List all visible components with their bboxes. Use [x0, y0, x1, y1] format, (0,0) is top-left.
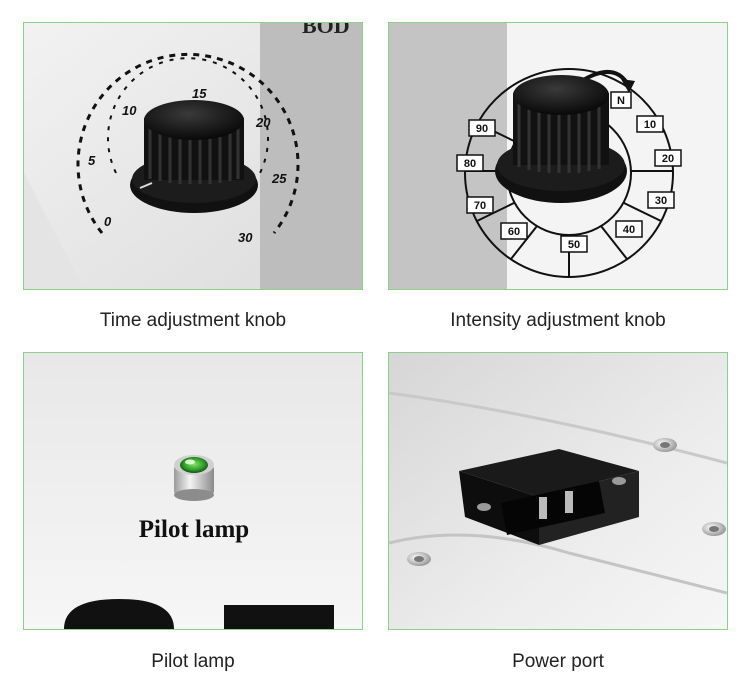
screw-icon — [407, 552, 431, 566]
power-port-photo — [388, 352, 728, 630]
brand-text-fragment: BOD — [302, 23, 350, 38]
power-port-illustration — [389, 353, 727, 629]
intensity-dial-label-20: 20 — [662, 153, 674, 165]
time-dial-arc — [76, 52, 300, 234]
time-knob-illustration: BOD 0 5 10 15 20 25 30 — [24, 23, 362, 289]
intensity-knob-caption: Intensity adjustment knob — [450, 310, 666, 331]
intensity-dial-label-50: 50 — [568, 239, 580, 251]
screw-icon — [702, 522, 726, 536]
intensity-dial-label-10: 10 — [644, 119, 656, 131]
time-knob-caption: Time adjustment knob — [99, 310, 287, 331]
time-dial-label-5: 5 — [88, 153, 96, 168]
intensity-dial-label-90: 90 — [476, 123, 488, 135]
pilot-lamp-printed-label: Pilot lamp — [139, 516, 249, 543]
intensity-dial-label-80: 80 — [464, 158, 476, 170]
intensity-dial-label-30: 30 — [655, 195, 667, 207]
power-port-caption: Power port — [512, 651, 604, 672]
time-dial-label-25: 25 — [271, 171, 287, 186]
time-knob[interactable] — [130, 100, 258, 213]
intensity-knob-photo: N 10 20 30 40 50 60 70 80 90 — [388, 22, 728, 290]
time-dial-label-20: 20 — [255, 115, 271, 130]
intensity-dial-label-60: 60 — [508, 226, 520, 238]
time-dial-label-15: 15 — [192, 86, 207, 101]
pilot-lamp-illustration: Pilot lamp — [24, 353, 362, 629]
intensity-dial-label-n: N — [617, 95, 625, 107]
power-socket[interactable] — [459, 449, 639, 545]
time-knob-photo: BOD 0 5 10 15 20 25 30 — [23, 22, 363, 290]
pilot-lamp — [174, 455, 214, 501]
screw-icon — [653, 438, 677, 452]
intensity-knob[interactable] — [495, 75, 627, 203]
time-dial-label-0: 0 — [104, 214, 112, 229]
pilot-lamp-caption: Pilot lamp — [151, 651, 235, 672]
intensity-dial-label-70: 70 — [474, 200, 486, 212]
intensity-knob-illustration: N 10 20 30 40 50 60 70 80 90 — [389, 23, 727, 289]
time-dial-label-10: 10 — [122, 103, 137, 118]
intensity-dial-label-40: 40 — [623, 224, 635, 236]
pilot-lamp-photo: Pilot lamp — [23, 352, 363, 630]
time-dial-label-30: 30 — [238, 230, 253, 245]
